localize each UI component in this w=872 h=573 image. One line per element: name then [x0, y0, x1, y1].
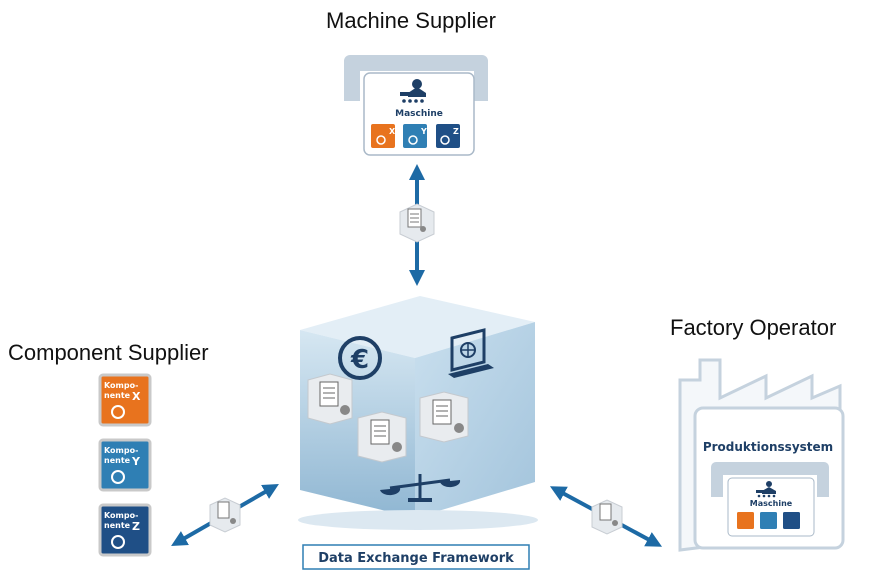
svg-text:nente: nente — [104, 391, 131, 400]
scales-icon — [380, 474, 461, 502]
svg-text:Y: Y — [131, 455, 141, 468]
factory-robot-icon — [756, 481, 776, 498]
document-cube-icon-1 — [307, 373, 353, 425]
machine-title: Maschine — [395, 109, 443, 119]
svg-text:€: € — [350, 345, 369, 375]
component-tile-y: Kompo- nente Y — [98, 438, 152, 492]
svg-text:X: X — [132, 390, 141, 403]
machine-robot-icon — [400, 79, 426, 103]
laptop-globe-icon — [448, 328, 494, 378]
factory-component-z — [783, 512, 800, 529]
svg-text:Kompo-: Kompo- — [104, 511, 138, 520]
document-cube-icon-top — [399, 203, 435, 243]
svg-text:Z: Z — [132, 520, 140, 533]
factory-component-x — [737, 512, 754, 529]
factory-component-y — [760, 512, 777, 529]
document-cube-icon-left — [209, 497, 241, 533]
machine-supplier-label: Machine Supplier — [326, 8, 496, 33]
svg-text:Y: Y — [420, 127, 427, 136]
document-cube-icon-3 — [419, 391, 469, 443]
framework-label: Data Exchange Framework — [318, 551, 514, 566]
component-tile-x: Kompo- nente X — [98, 373, 152, 427]
machine-component-x: X — [371, 124, 396, 148]
component-supplier-label: Component Supplier — [8, 340, 209, 365]
euro-icon: € — [338, 336, 382, 380]
svg-text:nente: nente — [104, 521, 131, 530]
component-tile-z: Kompo- nente Z — [98, 503, 152, 557]
machine-component-y: Y — [403, 124, 427, 148]
factory-operator-label: Factory Operator — [670, 315, 837, 340]
production-system-title: Produktionssystem — [703, 440, 833, 454]
document-cube-icon-2 — [357, 411, 407, 463]
factory-machine-title: Maschine — [750, 499, 793, 508]
machine-component-z: Z — [436, 124, 460, 148]
svg-text:Z: Z — [453, 127, 459, 136]
svg-text:X: X — [389, 127, 396, 136]
svg-text:Kompo-: Kompo- — [104, 381, 138, 390]
framework-label-box — [302, 544, 530, 570]
svg-text:nente: nente — [104, 456, 131, 465]
svg-text:Kompo-: Kompo- — [104, 446, 138, 455]
document-cube-icon-right — [591, 499, 623, 535]
